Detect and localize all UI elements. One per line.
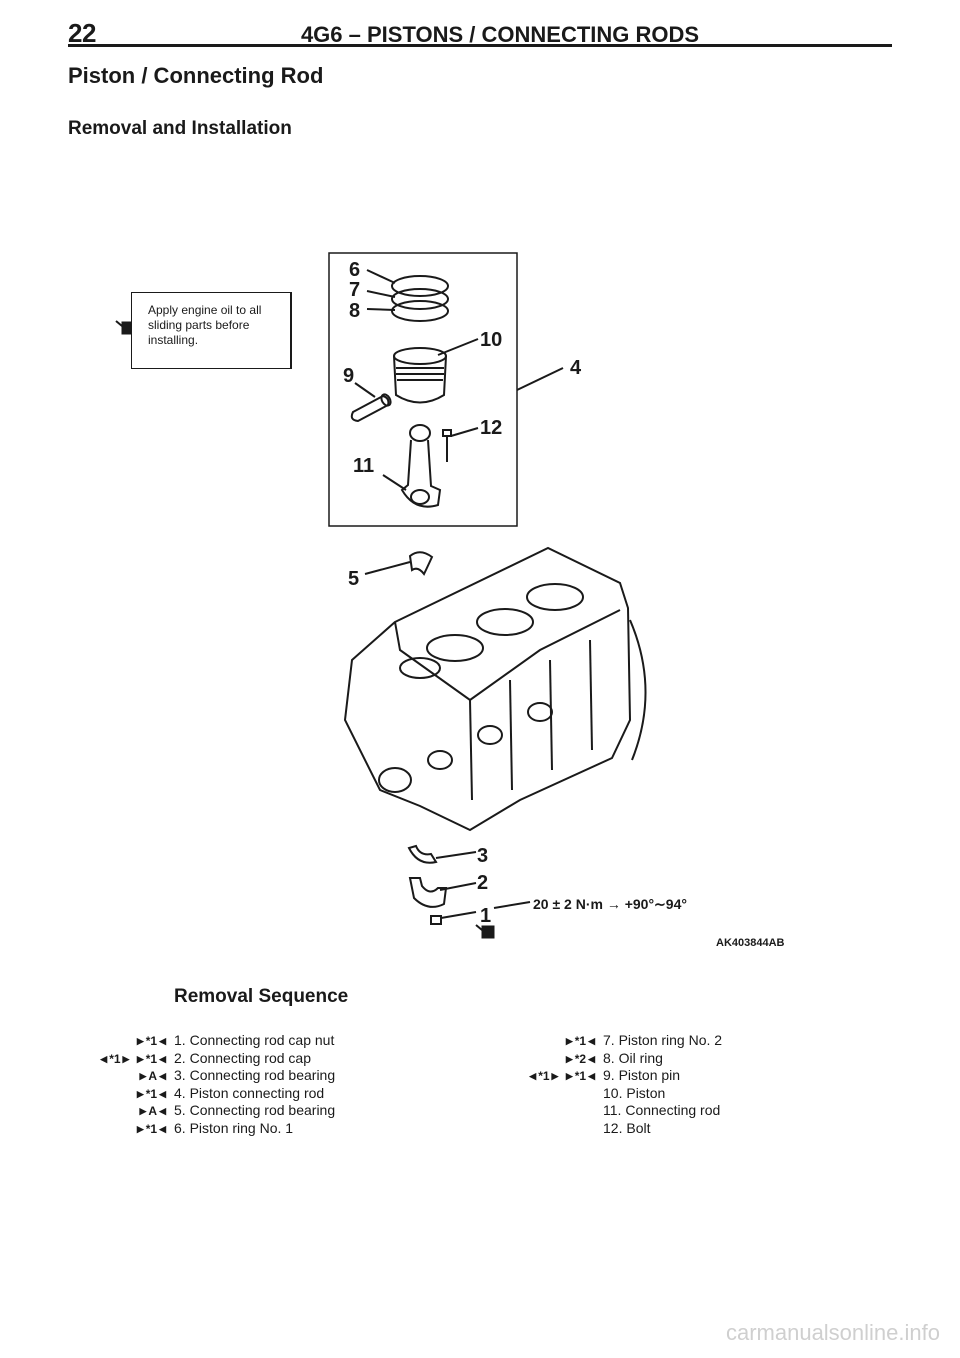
list-item: 8. Oil ring: [603, 1049, 663, 1066]
service-mark: ◀*1▶ ▶*1◀: [100, 1051, 166, 1066]
service-mark: ▶*2◀: [565, 1051, 595, 1066]
page-title: Piston / Connecting Rod: [68, 63, 324, 88]
section-title: 4G6 – PISTONS / CONNECTING RODS: [300, 22, 700, 47]
callout-10: 10: [480, 329, 502, 351]
piston-ring-2: [391, 288, 449, 310]
list-item: 5. Connecting rod bearing: [174, 1102, 336, 1118]
list-item: 10. Piston: [603, 1084, 666, 1101]
page-number: 22: [68, 18, 96, 48]
service-mark: ▶*1◀: [136, 1086, 166, 1101]
figure-code: AK403844AB: [716, 937, 785, 949]
callout-2: 2: [477, 872, 488, 894]
service-mark: ▶A◀: [139, 1104, 166, 1118]
lower-bearing-shell: [407, 844, 438, 864]
callout-11: 11: [353, 455, 374, 477]
callout-12: 12: [480, 417, 502, 439]
watermark: carmanualsonline.info: [725, 1320, 940, 1345]
list-item: 11. Connecting rod: [603, 1102, 721, 1118]
list-item: 1. Connecting rod cap nut: [174, 1032, 335, 1048]
header-rule: [68, 44, 892, 47]
callout-5: 5: [348, 568, 359, 590]
bolt-illustration: [442, 429, 452, 462]
connecting-rod-cap: [408, 877, 448, 908]
subtitle: Removal and Installation: [68, 118, 292, 139]
removal-sequence-right: 7. Piston ring No. 2 8. Oil ring 9. Pist…: [603, 1032, 722, 1137]
service-mark: ▶*1◀: [136, 1121, 166, 1136]
piston-ring-1: [391, 275, 449, 297]
upper-bearing-shell: [408, 551, 434, 576]
service-mark: ▶*1◀: [136, 1034, 166, 1048]
callout-4: 4: [570, 357, 582, 379]
callout-1: 1: [480, 905, 491, 927]
cylinder-block-illustration: [343, 546, 647, 832]
cap-nut: [430, 915, 442, 925]
oil-note-text: Apply engine oil to all sliding parts be…: [148, 303, 262, 347]
connecting-rod-illustration: [400, 424, 442, 508]
list-item: 6. Piston ring No. 1: [174, 1119, 294, 1136]
service-mark: ◀*1▶ ▶*1◀: [529, 1069, 595, 1083]
service-mark: ▶A◀: [139, 1069, 166, 1083]
removal-sequence-title: Removal Sequence: [174, 986, 349, 1007]
exploded-view-figure: 6 7 8 10 4 9 12 11 5 3 2 1 20 ± 2 N·m → …: [115, 252, 785, 949]
list-item: 9. Piston pin: [603, 1067, 681, 1083]
callout-6: 6: [349, 259, 360, 281]
oil-ring: [391, 300, 449, 322]
callout-7: 7: [349, 279, 360, 301]
piston-illustration: [393, 347, 447, 404]
removal-sequence-left: 1. Connecting rod cap nut 2. Connecting …: [174, 1032, 335, 1137]
list-item: 3. Connecting rod bearing: [174, 1067, 336, 1083]
torque-spec: 20 ± 2 N·m → +90°∼94°: [533, 896, 687, 912]
piston-pin-illustration: [350, 393, 392, 423]
callout-3: 3: [477, 845, 488, 867]
list-item: 7. Piston ring No. 2: [603, 1032, 723, 1048]
callout-8: 8: [349, 300, 360, 322]
service-mark: ▶*1◀: [565, 1034, 595, 1048]
list-item: 12. Bolt: [603, 1119, 651, 1136]
list-item: 4. Piston connecting rod: [174, 1084, 325, 1101]
oil-can-icon: [475, 924, 495, 939]
callout-9: 9: [343, 365, 354, 387]
list-item: 2. Connecting rod cap: [174, 1049, 311, 1066]
oil-note-box: [131, 292, 292, 369]
